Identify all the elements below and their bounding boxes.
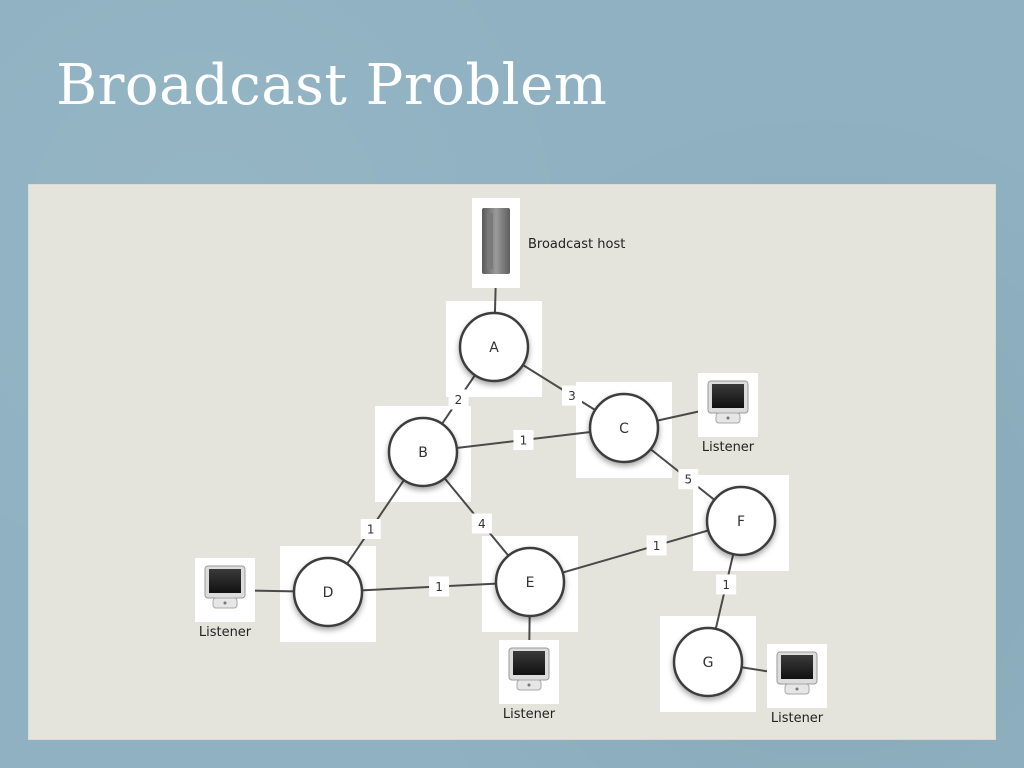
- router-node-e: E: [494, 546, 566, 618]
- edge-weight-text: 1: [435, 580, 443, 594]
- slide-title: Broadcast Problem: [56, 53, 608, 118]
- edge-e-f: [529, 520, 742, 583]
- edge-weight-label: 5: [678, 469, 699, 490]
- node-label: D: [323, 585, 334, 601]
- listener-label: Listener: [503, 707, 556, 722]
- edge-weight-text: 2: [455, 393, 463, 407]
- router-node-b: B: [387, 416, 459, 488]
- node-label: F: [737, 514, 745, 530]
- edge-weight-text: 4: [478, 517, 486, 531]
- desktop-computer-icon: [767, 644, 827, 708]
- listener-label: Listener: [702, 440, 755, 455]
- desktop-computer-icon: [698, 373, 758, 437]
- router-node-g: G: [672, 626, 744, 698]
- edge-weight-text: 1: [520, 434, 528, 448]
- router-node-c: C: [588, 392, 660, 464]
- edge-weight-label: 1: [716, 574, 737, 595]
- router-node-d: D: [292, 556, 364, 628]
- desktop-computer-icon: [195, 558, 255, 622]
- node-label: B: [418, 445, 428, 461]
- server-tower-icon: [472, 198, 520, 288]
- edge-weight-text: 1: [367, 523, 375, 537]
- desktop-computer-icon: [499, 640, 559, 704]
- node-label: C: [619, 421, 629, 437]
- edge-weight-label: 3: [562, 385, 582, 406]
- edge-weight-text: 3: [568, 389, 576, 403]
- node-label: G: [703, 655, 714, 671]
- listener-label: Listener: [771, 711, 824, 726]
- edge-weight-label: 2: [448, 389, 469, 410]
- edge-weight-label: 1: [646, 535, 667, 556]
- edge-weight-label: 4: [471, 513, 492, 534]
- edge-weight-text: 5: [685, 473, 693, 487]
- edge-weight-text: 1: [653, 539, 661, 553]
- listener-label: Listener: [199, 625, 252, 640]
- edge-weight-label: 1: [513, 430, 534, 450]
- router-node-f: F: [705, 485, 777, 557]
- node-label: A: [489, 340, 499, 356]
- edge-weight-label: 1: [429, 576, 450, 597]
- router-node-a: A: [458, 311, 530, 383]
- broadcast-host-label: Broadcast host: [528, 237, 625, 252]
- node-label: E: [526, 575, 535, 591]
- edge-weight-label: 1: [360, 519, 381, 539]
- edge-weight-text: 1: [722, 578, 730, 592]
